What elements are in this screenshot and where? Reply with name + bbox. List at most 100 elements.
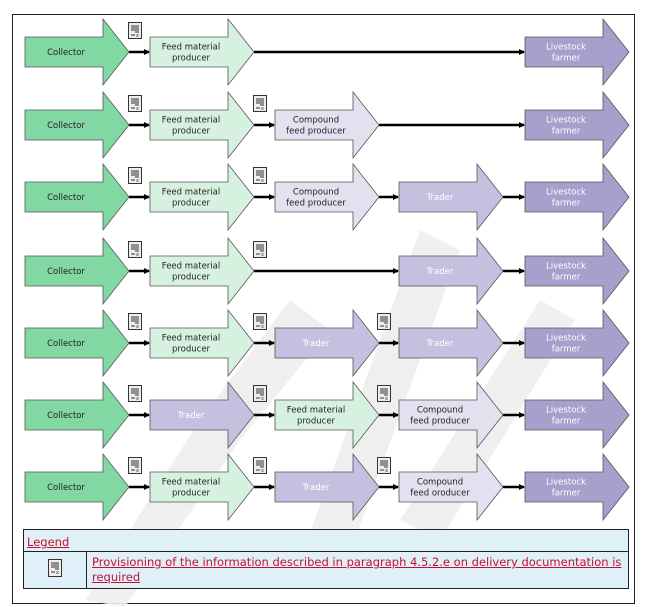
node-arrow-shape [524, 90, 630, 160]
svg-text:x: x [261, 324, 264, 330]
node-arrow-shape [524, 308, 630, 378]
node-label: Collector [47, 193, 85, 203]
node-arrow-shape [398, 380, 504, 450]
node-trader: Trader [149, 380, 255, 450]
node-arrow-shape [398, 236, 504, 306]
node-arrow-shape [274, 308, 380, 378]
node-label: Trader [426, 339, 454, 349]
svg-text:x: x [261, 178, 264, 184]
node-collector: Collector [24, 380, 130, 450]
node-arrow-shape [149, 452, 255, 522]
node-label: producer [172, 273, 211, 283]
node-arrow-shape [398, 452, 504, 522]
node-label: Compound [293, 188, 339, 198]
node-label: Feed material [162, 43, 220, 53]
delivery-document-icon: x [48, 559, 62, 577]
svg-text:x: x [261, 252, 264, 258]
delivery-document-icon: x [128, 313, 142, 330]
node-label: Feed material [287, 406, 345, 416]
legend-header: Legend [23, 529, 629, 552]
svg-text:x: x [136, 178, 139, 184]
svg-text:x: x [385, 468, 388, 474]
svg-text:x: x [261, 468, 264, 474]
delivery-document-icon: x [253, 385, 267, 402]
node-collector: Collector [24, 162, 130, 232]
node-arrow-shape [524, 162, 630, 232]
delivery-document-icon: x [128, 22, 142, 39]
node-arrow-shape [149, 162, 255, 232]
svg-text:x: x [385, 396, 388, 402]
delivery-document-icon: x [128, 385, 142, 402]
node-label: producer [172, 127, 211, 137]
node-arrow-shape [24, 236, 130, 306]
node-label: Feed material [162, 334, 220, 344]
node-label: Collector [47, 339, 85, 349]
svg-text:x: x [136, 396, 139, 402]
node-trader: Trader [274, 308, 380, 378]
node-label: Livestock [546, 334, 586, 344]
node-arrow-shape [274, 452, 380, 522]
node-label: Trader [302, 483, 330, 493]
node-arrow-shape [524, 236, 630, 306]
node-label: Collector [47, 411, 85, 421]
delivery-document-icon: x [253, 313, 267, 330]
legend-title: Legend [27, 535, 70, 549]
node-label: feed producer [286, 199, 346, 209]
node-label: feed oroducer [410, 489, 470, 499]
node-collector: Collector [24, 236, 130, 306]
node-arrow-shape [524, 452, 630, 522]
node-arrow-shape [274, 90, 380, 160]
node-arrow-shape [149, 308, 255, 378]
delivery-document-icon: x [128, 457, 142, 474]
node-label: Collector [47, 48, 85, 58]
node-arrow-shape [398, 308, 504, 378]
node-collector: Collector [24, 308, 130, 378]
node-label: farmer [552, 345, 581, 355]
node-arrow-shape [149, 90, 255, 160]
node-arrow-shape [24, 162, 130, 232]
node-label: Livestock [546, 188, 586, 198]
node-label: Compound [293, 116, 339, 126]
node-label: feed producer [410, 417, 470, 427]
node-label: Compound [417, 406, 463, 416]
delivery-document-icon: x [128, 241, 142, 258]
node-label: Trader [426, 267, 454, 277]
delivery-document-icon: x [253, 457, 267, 474]
node-label: feed producer [286, 127, 346, 137]
legend-table: Legend x Provisioning of the information… [23, 529, 629, 589]
node-arrow-shape [524, 17, 630, 87]
node-label: producer [172, 199, 211, 209]
node-label: Livestock [546, 262, 586, 272]
node-arrow-shape [149, 17, 255, 87]
node-label: Feed material [162, 262, 220, 272]
node-arrow-shape [274, 380, 380, 450]
node-arrow-shape [24, 308, 130, 378]
node-arrow-shape [398, 162, 504, 232]
node-label: farmer [552, 273, 581, 283]
delivery-document-icon: x [377, 313, 391, 330]
svg-text:x: x [136, 252, 139, 258]
node-collector: Collector [24, 90, 130, 160]
delivery-document-icon: x [253, 241, 267, 258]
node-label: Collector [47, 121, 85, 131]
node-label: farmer [552, 127, 581, 137]
node-arrow-shape [24, 90, 130, 160]
